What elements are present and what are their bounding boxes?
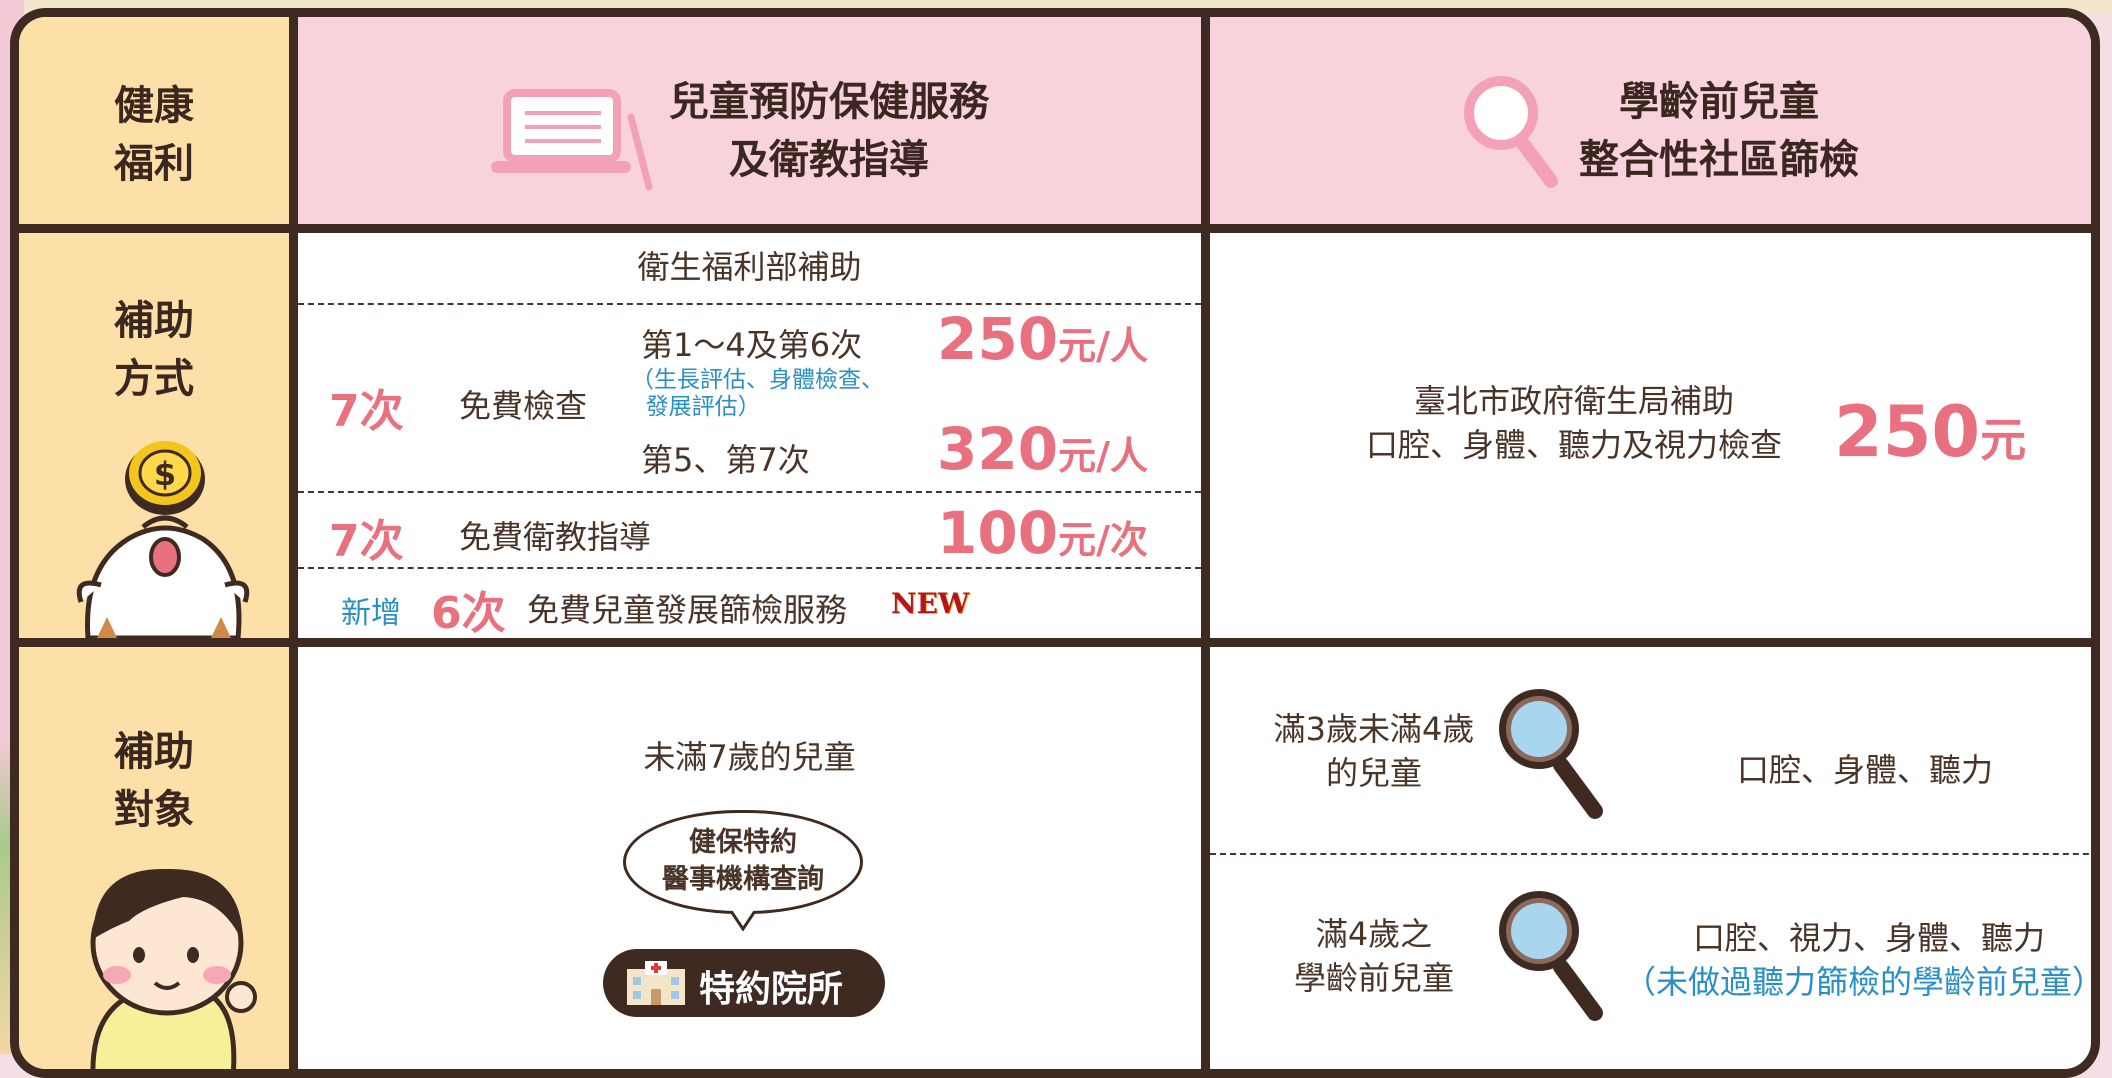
label-method: 補助 方式 <box>114 298 194 402</box>
laptop-icon <box>491 89 653 191</box>
price-b-num: 320 <box>937 415 1059 483</box>
price-c: 100元/次 <box>937 499 1148 567</box>
magnifier-icon <box>1499 689 1603 819</box>
col1-header-title: 兒童預防保健服務 及衛教指導 <box>669 79 989 183</box>
target-b-items: 口腔、視力、身體、聽力 <box>1692 919 2045 957</box>
checkup-count: 7次 <box>329 386 404 437</box>
divider-v2 <box>1201 17 1210 1069</box>
dog-mascot-icon: $ <box>76 441 250 638</box>
dash-4 <box>1210 853 2091 855</box>
checkup-label: 免費檢查 <box>459 387 588 425</box>
dash-2 <box>298 491 1201 493</box>
svg-text:$: $ <box>154 455 176 493</box>
label-welfare: 健康 福利 <box>114 83 194 187</box>
new-count: 6次 <box>431 588 506 639</box>
target-a-label: 滿3歲未滿4歲 的兒童 <box>1273 710 1475 792</box>
col1-sponsor: 衛生福利部補助 <box>637 248 862 286</box>
hospital-icon <box>627 961 685 1005</box>
target-b-note: （未做過聽力篩檢的學齡前兒童） <box>1623 963 2100 1001</box>
divider-v1 <box>289 17 298 1069</box>
price-c-num: 100 <box>937 499 1059 567</box>
dash-1 <box>298 303 1201 305</box>
new-label: 免費兒童發展篩檢服務 <box>527 591 848 629</box>
divider-h1 <box>19 224 2091 233</box>
edu-label: 免費衛教指導 <box>459 518 652 556</box>
visit-a-label: 第1～4及第6次 <box>641 326 863 364</box>
price-a: 250元/人 <box>937 305 1148 373</box>
new-badge: NEW <box>891 587 970 620</box>
col2-sponsor: 臺北市政府衛生局補助 口腔、身體、聽力及視力檢查 <box>1365 382 1782 464</box>
dash-3 <box>298 567 1201 569</box>
info-table: 健康 福利 補助 方式 補助 對象 $ 兒童預防保健服務 及衛教指導 <box>10 8 2100 1078</box>
divider-h2 <box>19 638 2091 647</box>
bubble-tail-icon <box>731 911 755 931</box>
new-prefix: 新增 <box>341 596 401 631</box>
visit-b-label: 第5、第7次 <box>641 441 810 479</box>
target-a-items: 口腔、身體、聽力 <box>1737 751 1994 789</box>
col1-target: 未滿7歲的兒童 <box>643 738 856 776</box>
bubble-text: 健保特約 醫事機構查詢 <box>662 827 824 895</box>
col2-header-title: 學齡前兒童 整合性社區篩檢 <box>1579 79 1859 183</box>
edu-count: 7次 <box>329 516 404 567</box>
price-a-num: 250 <box>937 305 1059 373</box>
price-c-unit: 元/次 <box>1058 518 1148 562</box>
price-b-unit: 元/人 <box>1058 434 1148 478</box>
price-b: 320元/人 <box>937 415 1148 483</box>
speech-bubble: 健保特約 醫事機構查詢 <box>623 810 863 914</box>
magnifier-icon <box>1464 76 1558 188</box>
target-b-label: 滿4歲之 學齡前兒童 <box>1293 915 1454 997</box>
visit-a-note: （生長評估、身體檢查、 發展評估） <box>631 367 884 420</box>
col2-price-num: 250 <box>1834 391 1981 473</box>
clinic-button-label: 特約院所 <box>699 969 844 1010</box>
boy-mascot-icon <box>90 868 257 1069</box>
clinic-button[interactable]: 特約院所 <box>603 949 885 1017</box>
col2-price-unit: 元 <box>1980 413 2027 467</box>
label-target: 補助 對象 <box>114 729 194 833</box>
price-a-unit: 元/人 <box>1058 324 1148 368</box>
magnifier-icon <box>1499 891 1603 1021</box>
col2-price: 250元 <box>1834 391 2026 473</box>
